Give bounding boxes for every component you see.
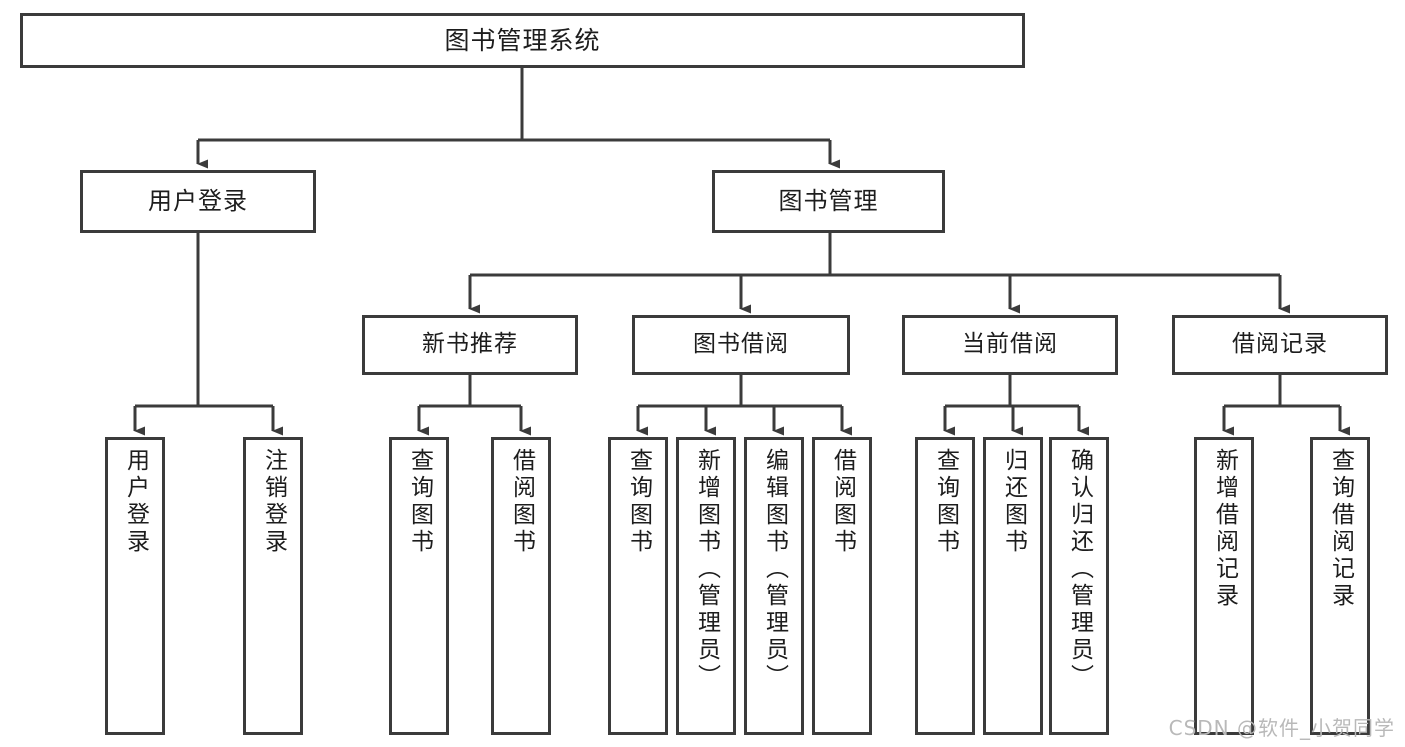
leaf-add-borrow-record[interactable]: 新增借阅记录 [1194, 437, 1254, 735]
node-label: 新书推荐 [422, 331, 518, 358]
node-label: 确认归还（管理员） [1066, 448, 1093, 691]
node-borrow-record[interactable]: 借阅记录 [1172, 315, 1388, 375]
node-root-system[interactable]: 图书管理系统 [20, 13, 1025, 68]
leaf-book-borrow-query[interactable]: 查询图书 [608, 437, 668, 735]
node-label: 新增图书（管理员） [693, 448, 720, 691]
node-label: 借阅图书 [829, 448, 856, 556]
leaf-user-login[interactable]: 用户登录 [105, 437, 165, 735]
leaf-new-book-query[interactable]: 查询图书 [389, 437, 449, 735]
leaf-book-add-admin[interactable]: 新增图书（管理员） [676, 437, 736, 735]
leaf-query-borrow-record[interactable]: 查询借阅记录 [1310, 437, 1370, 735]
node-label: 查询图书 [406, 448, 433, 556]
node-label: 查询借阅记录 [1327, 448, 1354, 610]
node-current-borrow[interactable]: 当前借阅 [902, 315, 1118, 375]
node-label: 编辑图书（管理员） [761, 448, 788, 691]
node-label: 图书借阅 [693, 331, 789, 358]
node-label: 借阅记录 [1232, 331, 1328, 358]
node-label: 图书管理 [778, 187, 879, 216]
node-label: 当前借阅 [962, 331, 1058, 358]
node-label: 借阅图书 [508, 448, 535, 556]
node-user-login[interactable]: 用户登录 [80, 170, 316, 233]
leaf-return-book[interactable]: 归还图书 [983, 437, 1043, 735]
leaf-current-query[interactable]: 查询图书 [915, 437, 975, 735]
leaf-book-borrow-action[interactable]: 借阅图书 [812, 437, 872, 735]
leaf-new-book-borrow[interactable]: 借阅图书 [491, 437, 551, 735]
node-label: 查询图书 [932, 448, 959, 556]
node-label: 新增借阅记录 [1211, 448, 1238, 610]
leaf-book-edit-admin[interactable]: 编辑图书（管理员） [744, 437, 804, 735]
node-label: 用户登录 [122, 448, 149, 556]
csdn-watermark: CSDN @软件_小贺同学 [1168, 716, 1395, 740]
node-label: 查询图书 [625, 448, 652, 556]
node-label: 图书管理系统 [444, 25, 601, 55]
node-label: 用户登录 [148, 187, 248, 216]
node-new-book-recommend[interactable]: 新书推荐 [362, 315, 578, 375]
node-label: 归还图书 [1000, 448, 1027, 556]
node-book-management[interactable]: 图书管理 [712, 170, 945, 233]
leaf-confirm-return-admin[interactable]: 确认归还（管理员） [1049, 437, 1109, 735]
leaf-logout[interactable]: 注销登录 [243, 437, 303, 735]
node-book-borrow[interactable]: 图书借阅 [632, 315, 850, 375]
node-label: 注销登录 [260, 448, 287, 556]
